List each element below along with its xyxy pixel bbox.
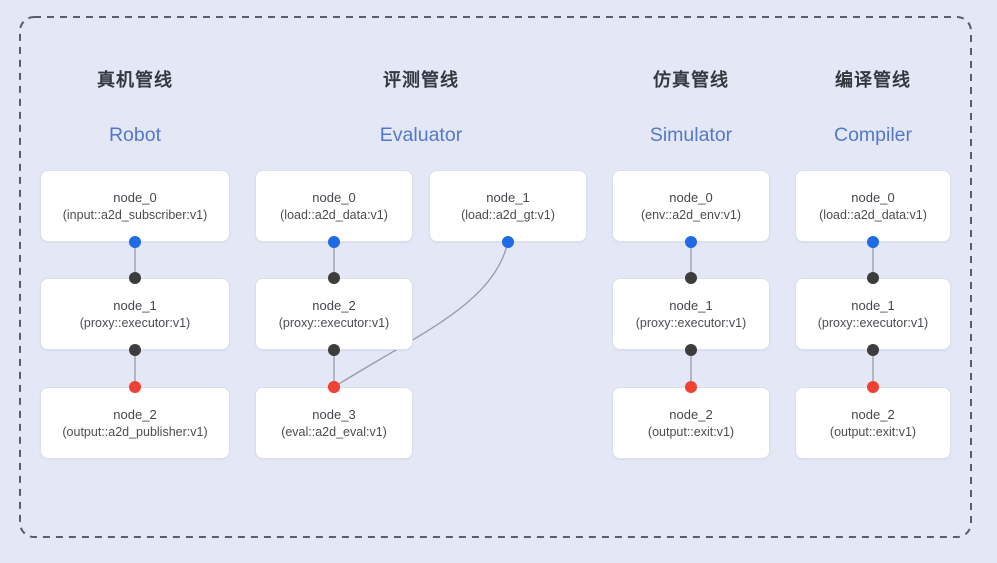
node-title: node_2 [669, 407, 713, 422]
node-subtitle: (input::a2d_subscriber:v1) [62, 208, 208, 222]
node-title: node_1 [851, 298, 895, 313]
node-subtitle: (output::a2d_publisher:v1) [62, 425, 208, 439]
pipeline-title-zh-evaluator: 评测管线 [383, 70, 459, 90]
node-box-evaluator-node_0: node_0(load::a2d_data:v1) [255, 170, 413, 242]
node-subtitle: (eval::a2d_eval:v1) [281, 425, 387, 439]
pipeline-title-zh-simulator: 仿真管线 [653, 70, 729, 90]
pipeline-title-en-evaluator: Evaluator [379, 124, 463, 146]
node-subtitle: (load::a2d_gt:v1) [461, 208, 555, 222]
connector-curve-evaluator [333, 241, 509, 388]
node-subtitle: (proxy::executor:v1) [278, 316, 390, 330]
node-subtitle: (env::a2d_env:v1) [640, 208, 742, 222]
node-title: node_2 [113, 407, 157, 422]
node-box-robot-node_2: node_2(output::a2d_publisher:v1) [40, 387, 230, 459]
node-box-compiler-node_1: node_1(proxy::executor:v1) [795, 278, 951, 350]
node-title: node_1 [669, 298, 713, 313]
node-box-simulator-node_2: node_2(output::exit:v1) [612, 387, 770, 459]
node-subtitle: (proxy::executor:v1) [79, 316, 191, 330]
node-title: node_1 [486, 190, 530, 205]
node-title: node_0 [312, 190, 356, 205]
pipeline-title-en-robot: Robot [108, 124, 162, 146]
node-box-evaluator-node_1: node_1(load::a2d_gt:v1) [429, 170, 587, 242]
node-title: node_0 [851, 190, 895, 205]
node-box-compiler-node_2: node_2(output::exit:v1) [795, 387, 951, 459]
pipeline-title-en-simulator: Simulator [649, 124, 733, 146]
node-title: node_2 [851, 407, 895, 422]
node-title: node_0 [113, 190, 157, 205]
node-subtitle: (load::a2d_data:v1) [280, 208, 388, 222]
node-subtitle: (proxy::executor:v1) [635, 316, 747, 330]
node-box-simulator-node_1: node_1(proxy::executor:v1) [612, 278, 770, 350]
node-subtitle: (load::a2d_data:v1) [819, 208, 927, 222]
pipeline-title-zh-robot: 真机管线 [97, 70, 173, 90]
node-title: node_2 [312, 298, 356, 313]
node-box-robot-node_1: node_1(proxy::executor:v1) [40, 278, 230, 350]
node-box-evaluator-node_3: node_3(eval::a2d_eval:v1) [255, 387, 413, 459]
node-box-evaluator-node_2: node_2(proxy::executor:v1) [255, 278, 413, 350]
dashed-frame [19, 16, 972, 538]
node-subtitle: (output::exit:v1) [647, 425, 735, 439]
node-box-compiler-node_0: node_0(load::a2d_data:v1) [795, 170, 951, 242]
node-box-robot-node_0: node_0(input::a2d_subscriber:v1) [40, 170, 230, 242]
node-box-simulator-node_0: node_0(env::a2d_env:v1) [612, 170, 770, 242]
node-subtitle: (proxy::executor:v1) [817, 316, 929, 330]
node-title: node_0 [669, 190, 713, 205]
pipeline-title-zh-compiler: 编译管线 [835, 70, 911, 90]
node-subtitle: (output::exit:v1) [829, 425, 917, 439]
node-title: node_1 [113, 298, 157, 313]
pipeline-title-en-compiler: Compiler [833, 124, 913, 146]
node-title: node_3 [312, 407, 356, 422]
